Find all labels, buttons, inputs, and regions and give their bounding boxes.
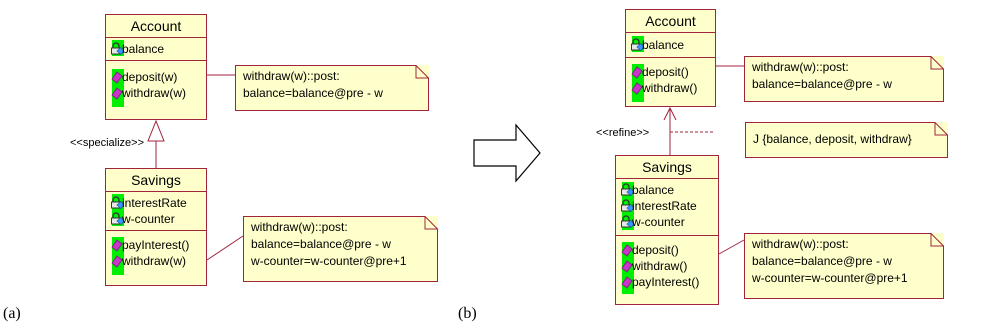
note-refinement-mapping-b[interactable]: J {balance, deposit, withdraw} [745, 122, 948, 158]
operation-row[interactable]: payInterest() [106, 237, 206, 253]
note-line: balance=balance@pre - w [243, 86, 383, 100]
attribute-row[interactable]: w-counter [616, 214, 718, 230]
specialize-connector[interactable] [147, 119, 165, 168]
attribute-row[interactable]: balance [616, 182, 718, 198]
class-name: Savings [616, 156, 718, 179]
note-line: withdraw(w)::post: [752, 237, 849, 251]
attribute-row[interactable]: w-counter [106, 211, 206, 227]
note-line: J {balance, deposit, withdraw} [753, 132, 912, 146]
refine-stereotype-label: <<refine>> [596, 127, 650, 139]
note-border [744, 56, 944, 102]
operation-row[interactable]: deposit(w) [106, 69, 206, 85]
note-anchor-line [206, 235, 244, 261]
note-border [744, 233, 944, 299]
class-name: Savings [106, 169, 206, 192]
note-line: withdraw(w)::post: [251, 220, 348, 234]
note-line: w-counter=w-counter@pre+1 [752, 271, 908, 285]
note-account-postcondition-a[interactable]: withdraw(w)::post: balance=balance@pre -… [235, 65, 429, 111]
attribute-compartment: interestRate w-counter [106, 192, 206, 231]
attribute-row[interactable]: balance [106, 41, 206, 57]
operation-compartment: deposit() withdraw() payInterest() [616, 236, 718, 306]
operation-row[interactable]: deposit() [616, 242, 718, 258]
note-border [235, 65, 429, 111]
operation-row[interactable]: payInterest() [616, 274, 718, 290]
note-line: balance=balance@pre - w [251, 237, 391, 251]
class-savings-a[interactable]: Savings interestRate w-counter payIntere… [105, 168, 207, 286]
panel-label-b: (b) [458, 305, 477, 322]
attribute-compartment: balance interestRate w-counter [616, 179, 718, 236]
attribute-row[interactable]: interestRate [616, 198, 718, 214]
note-border [243, 216, 438, 282]
attribute-compartment: balance [106, 38, 206, 61]
refine-connector[interactable] [663, 106, 677, 155]
class-account-a[interactable]: Account balance deposit(w) withdraw(w) [105, 14, 207, 120]
note-line: balance=balance@pre - w [752, 254, 892, 268]
note-savings-postcondition-b[interactable]: withdraw(w)::post: balance=balance@pre -… [744, 233, 944, 299]
note-savings-postcondition-a[interactable]: withdraw(w)::post: balance=balance@pre -… [243, 216, 438, 282]
note-border [745, 122, 948, 158]
note-line: w-counter=w-counter@pre+1 [251, 254, 407, 268]
class-savings-b[interactable]: Savings balance interestRate w-counter d… [615, 155, 719, 305]
note-anchor-line [718, 239, 745, 255]
attribute-row[interactable]: balance [626, 37, 715, 53]
specialize-stereotype-label: <<specialize>> [70, 137, 144, 149]
attribute-row[interactable]: interestRate [106, 195, 206, 211]
operation-row[interactable]: withdraw() [626, 80, 715, 96]
class-account-b[interactable]: Account balance deposit() withdraw() [625, 9, 716, 107]
attribute-compartment: balance [626, 33, 715, 58]
operation-compartment: deposit(w) withdraw(w) [106, 61, 206, 121]
note-line: withdraw(w)::post: [243, 69, 340, 83]
note-line: balance=balance@pre - w [752, 77, 892, 91]
operation-row[interactable]: withdraw(w) [106, 253, 206, 269]
operation-compartment: payInterest() withdraw(w) [106, 231, 206, 287]
class-name: Account [626, 10, 715, 33]
panel-label-a: (a) [3, 305, 21, 322]
note-account-postcondition-b[interactable]: withdraw(w)::post: balance=balance@pre -… [744, 56, 944, 102]
operation-row[interactable]: withdraw() [616, 258, 718, 274]
note-line: withdraw(w)::post: [752, 60, 849, 74]
class-name: Account [106, 15, 206, 38]
operation-compartment: deposit() withdraw() [626, 58, 715, 108]
operation-row[interactable]: deposit() [626, 64, 715, 80]
operation-row[interactable]: withdraw(w) [106, 85, 206, 101]
